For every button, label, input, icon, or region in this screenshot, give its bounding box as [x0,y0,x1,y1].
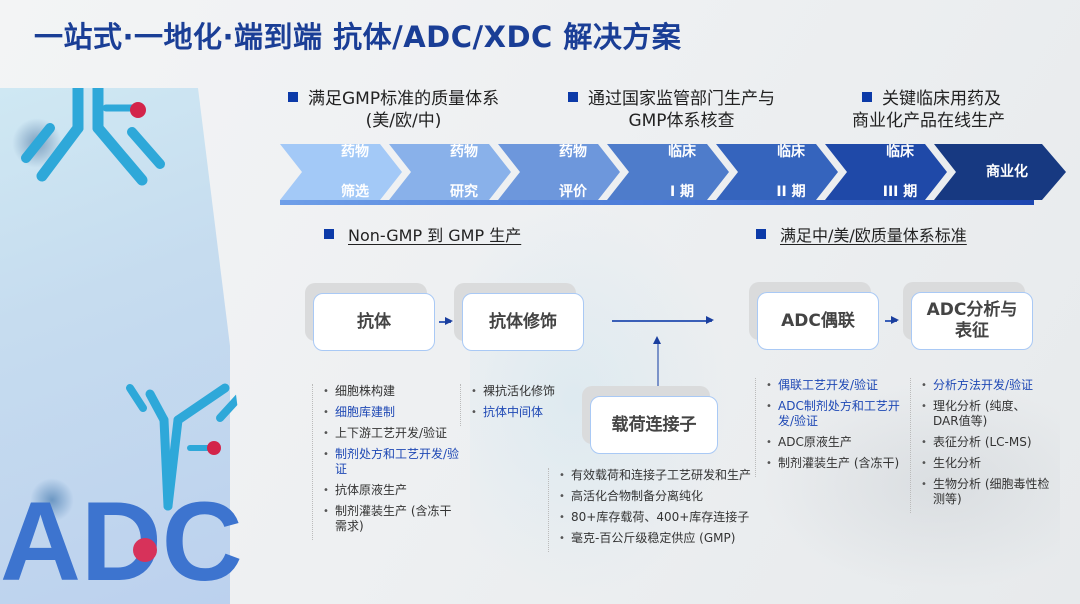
list-item: 细胞株构建 [323,384,462,399]
list-item: 80+库存载荷、400+库存连接子 [559,510,778,525]
goal-text: 满足GMP标准的质量体系 [308,89,500,109]
goal-text: 通过国家监管部门生产与 [588,89,775,109]
adc-conjugation-services-list: 偶联工艺开发/验证 ADC制剂处方和工艺开发/验证 ADC原液生产 制剂灌装生产… [755,378,903,477]
svg-text:ADC: ADC [0,479,243,604]
list-item: 偶联工艺开发/验证 [766,378,903,393]
list-item: 制剂灌装生产 (含冻干需求) [323,504,462,534]
list-item: 上下游工艺开发/验证 [323,426,462,441]
list-item: 毫克-百公斤级稳定供应 (GMP) [559,531,778,546]
goal-gmp-quality: 满足GMP标准的质量体系 (美/欧/中) [288,88,499,132]
pipeline-underline [280,200,1034,205]
stage-commercialization: 商业化 [934,144,1066,200]
goal-text: 关键临床用药及 [882,89,1001,109]
illustration-panel: ADC [0,88,246,604]
bullet-square-icon [862,92,872,102]
process-box-payload-linker: 载荷连接子 [582,386,718,454]
adc-analysis-services-list: 分析方法开发/验证 理化分析 (纯度、DAR值等) 表征分析 (LC-MS) 生… [910,378,1050,513]
list-item: 生物分析 (细胞毒性检测等) [921,477,1050,507]
list-item: 有效载荷和连接子工艺研发和生产 [559,468,778,483]
arrow-right-icon [439,318,453,324]
list-item: 制剂灌装生产 (含冻干) [766,456,903,471]
process-box-antibody: 抗体 [305,283,435,351]
bullet-square-icon [324,229,334,239]
stage-drug-research: 药物研究 [389,144,511,200]
list-item: ADC原液生产 [766,435,903,450]
goal-text: GMP体系核查 [628,111,735,131]
list-item: 细胞库建制 [323,405,462,420]
goal-text: (美/欧/中) [365,111,442,131]
bullet-square-icon [756,229,766,239]
list-item: 理化分析 (纯度、DAR值等) [921,399,1050,429]
box-label: ADC偶联 [757,292,879,350]
box-label: 载荷连接子 [590,396,718,454]
stage-drug-screening: 药物筛选 [280,144,402,200]
bullet-square-icon [568,92,578,102]
antibody-mod-services-list: 裸抗活化修饰 抗体中间体 [460,384,570,426]
list-item: 抗体原液生产 [323,483,462,498]
list-item: ADC制剂处方和工艺开发/验证 [766,399,903,429]
box-label: ADC分析与表征 [911,292,1033,350]
payload-linker-services-list: 有效载荷和连接子工艺研发和生产 高活化合物制备分离纯化 80+库存载荷、400+… [548,468,778,552]
process-box-antibody-modification: 抗体修饰 [454,283,584,351]
list-item: 高活化合物制备分离纯化 [559,489,778,504]
arrow-up-icon [654,336,660,386]
decor-sphere [30,478,74,522]
process-box-adc-conjugation: ADC偶联 [749,282,879,350]
list-item: 表征分析 (LC-MS) [921,435,1050,450]
process-box-adc-analysis: ADC分析与表征 [903,282,1033,350]
antibody-illustration-icon: ADC [0,88,246,604]
arrow-right-icon [885,317,899,323]
section-heading-non-gmp: Non-GMP 到 GMP 生产 [324,222,521,246]
goal-commercial-production: 关键临床用药及 商业化产品在线生产 [852,88,1005,132]
page-title: 一站式·一地化·端到端 抗体/ADC/XDC 解决方案 [34,20,682,54]
section-heading-quality-standards: 满足中/美/欧质量体系标准 [756,222,967,246]
list-item: 分析方法开发/验证 [921,378,1050,393]
arrow-right-icon [612,317,714,323]
list-item: 抗体中间体 [471,405,570,420]
list-item: 裸抗活化修饰 [471,384,570,399]
goal-text: 商业化产品在线生产 [852,111,1005,131]
goal-regulatory-inspection: 通过国家监管部门生产与 GMP体系核查 [568,88,775,132]
box-label: 抗体 [313,293,435,351]
list-item: 制剂处方和工艺开发/验证 [323,447,462,477]
box-label: 抗体修饰 [462,293,584,351]
stage-drug-evaluation: 药物评价 [498,144,620,200]
antibody-services-list: 细胞株构建 细胞库建制 上下游工艺开发/验证 制剂处方和工艺开发/验证 抗体原液… [312,384,462,540]
list-item: 生化分析 [921,456,1050,471]
bullet-square-icon [288,92,298,102]
